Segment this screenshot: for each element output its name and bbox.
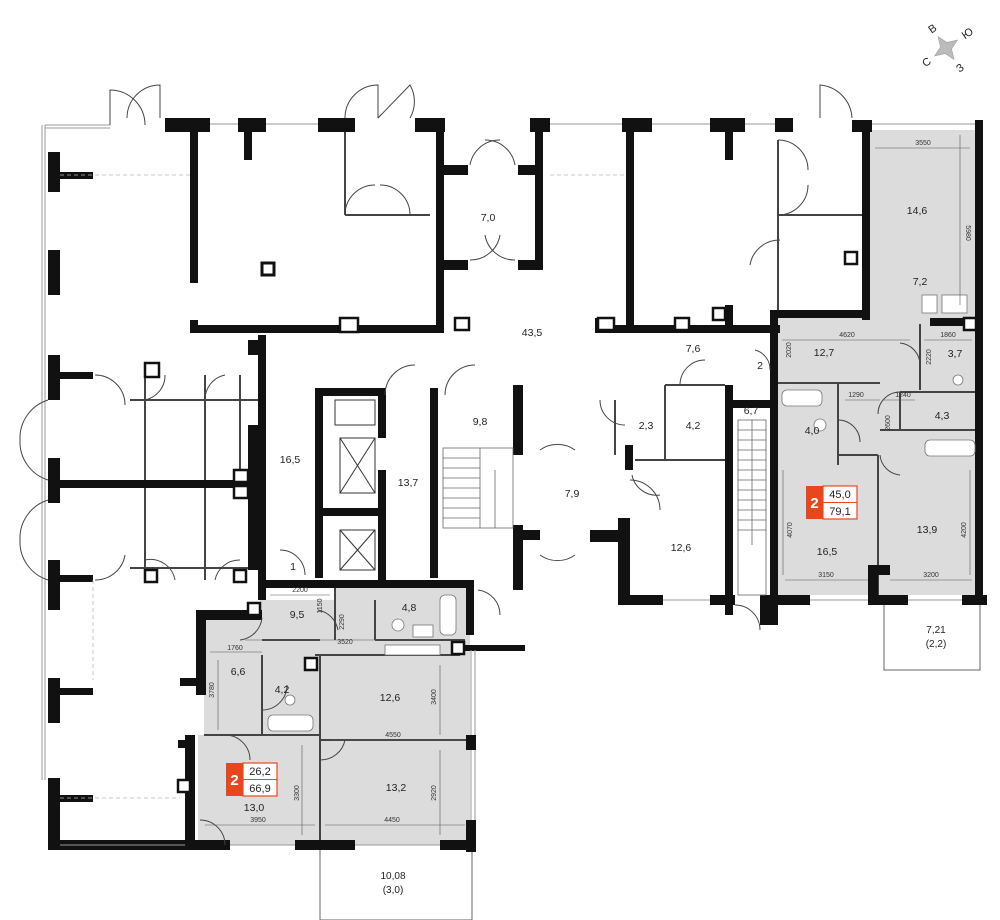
dimension-label: 3300 <box>294 785 301 801</box>
room-area-label: 4,8 <box>402 602 417 614</box>
dimension-label: 1290 <box>848 392 864 399</box>
dimension-label: 2200 <box>292 587 308 594</box>
room-area-label: 2 <box>757 360 763 372</box>
balcony-reduced-area: (3,0) <box>383 885 404 896</box>
apartment-badge-right[interactable]: 2 45,0 79,1 <box>806 485 858 520</box>
dimension-label: 3200 <box>923 572 939 579</box>
dimension-label: 4200 <box>961 522 968 538</box>
dimension-label: 3150 <box>818 572 834 579</box>
balcony-area: 7,21 <box>926 625 946 636</box>
room-count: 2 <box>810 495 818 512</box>
room-area-label: 4,3 <box>935 410 950 422</box>
compass-star-icon <box>933 35 959 61</box>
dimension-label: 1240 <box>895 392 911 399</box>
room-area-label: 6,6 <box>231 666 246 678</box>
living-area: 45,0 <box>829 489 850 501</box>
dashed-guides <box>60 174 626 799</box>
compass: С В Ю З <box>920 22 976 75</box>
room-area-label: 12,6 <box>380 692 401 704</box>
balcony-reduced-area: (2,2) <box>926 639 947 650</box>
room-area-label: 13,0 <box>244 802 265 814</box>
room-area-label: 12,6 <box>671 542 692 554</box>
partition-walls <box>130 125 982 845</box>
total-area: 66,9 <box>249 783 270 795</box>
room-area-label: 16,5 <box>280 454 301 466</box>
room-area-label: 4,0 <box>805 425 820 437</box>
dimension-labels: 3550 5980 4620 1860 2020 2220 1290 1240 … <box>209 140 971 824</box>
room-area-label: 7,9 <box>565 488 580 500</box>
dimension-label: 2290 <box>339 614 346 630</box>
room-area-label: 12,7 <box>814 347 835 359</box>
dimension-label: 1760 <box>227 645 243 652</box>
compass-east: В <box>926 22 939 36</box>
dimension-label: 3950 <box>250 817 266 824</box>
balcony-left[interactable] <box>319 844 473 920</box>
room-area-label: 9,8 <box>473 416 488 428</box>
room-count-badge <box>806 486 823 519</box>
balcony-area: 10,08 <box>380 871 405 882</box>
room-area-label: 3,7 <box>948 348 963 360</box>
shafts <box>143 250 978 794</box>
staircase-left <box>442 447 514 529</box>
total-area: 79,1 <box>829 506 850 518</box>
dimension-label: 2920 <box>431 785 438 801</box>
windows <box>41 123 975 846</box>
dimension-label: 4450 <box>384 817 400 824</box>
apartment-badge-left[interactable]: 2 26,2 66,9 <box>226 762 278 797</box>
dimension-label: 3780 <box>209 682 216 698</box>
dimension-label: 5980 <box>964 225 971 241</box>
balcony-right[interactable] <box>883 599 981 671</box>
dimension-label: 4550 <box>385 732 401 739</box>
room-area-label: 1 <box>290 561 296 573</box>
dimension-label: 2220 <box>926 349 933 365</box>
room-area-label: 13,9 <box>917 524 938 536</box>
apartment-fill-right[interactable] <box>778 130 982 595</box>
balcony-labels: 7,21 (2,2) 10,08 (3,0) <box>380 625 946 896</box>
room-area-label: 7,6 <box>686 343 701 355</box>
plumbing-fixtures <box>267 294 976 732</box>
dimension-label: 4620 <box>839 332 855 339</box>
living-area: 26,2 <box>249 766 270 778</box>
room-area-label: 16,5 <box>817 546 838 558</box>
dimension-label: 3550 <box>915 140 931 147</box>
dimension-label: 2600 <box>885 415 892 431</box>
room-area-label: 4,2 <box>686 420 701 432</box>
room-area-label: 7,0 <box>481 212 496 224</box>
dimension-label: 1150 <box>317 598 324 613</box>
room-area-label: 7,2 <box>913 276 928 288</box>
compass-west: З <box>954 61 967 75</box>
room-area-label: 14,6 <box>907 205 928 217</box>
staircase-right <box>737 419 767 596</box>
room-area-label: 13,2 <box>386 782 407 794</box>
room-area-label: 13,7 <box>398 477 419 489</box>
dimension-label: 1860 <box>940 332 956 339</box>
dimension-label: 4070 <box>787 522 794 538</box>
room-area-label: 2,3 <box>639 420 654 432</box>
compass-south: Ю <box>960 26 976 42</box>
dimension-label: 2020 <box>786 342 793 358</box>
room-area-label: 9,5 <box>290 609 305 621</box>
dimension-label: 3520 <box>337 639 353 646</box>
elevators <box>334 399 376 571</box>
room-area-label: 6,7 <box>744 405 759 417</box>
doors <box>19 84 921 846</box>
room-count: 2 <box>230 772 238 789</box>
room-area-label: 4,2 <box>275 684 290 696</box>
dimension-lines <box>205 135 972 835</box>
compass-north: С <box>920 55 933 69</box>
room-count-badge <box>226 763 243 796</box>
room-area-label: 43,5 <box>522 327 543 339</box>
dimension-label: 3400 <box>431 689 438 705</box>
room-labels: 7,0 43,5 7,6 16,5 13,7 9,8 7,9 2,3 4,2 6… <box>231 205 963 814</box>
